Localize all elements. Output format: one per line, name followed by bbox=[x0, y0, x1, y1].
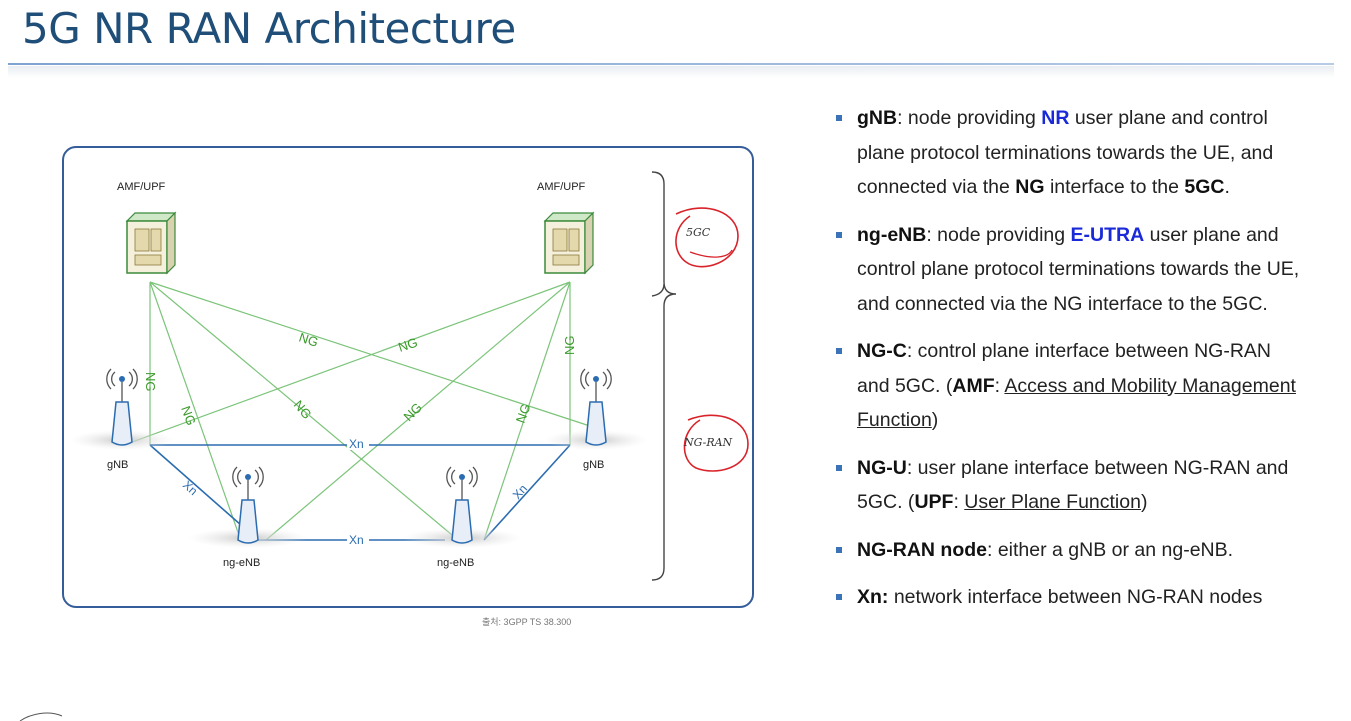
definition-text: ) bbox=[1140, 491, 1148, 513]
ng-labels: NG NG NG NG NG NG NG NG bbox=[143, 330, 577, 428]
ng-label-7: NG bbox=[513, 402, 534, 425]
definition-text: Xn: bbox=[857, 586, 889, 608]
server-icon bbox=[543, 211, 595, 275]
annotation-5gc: 5GC bbox=[675, 207, 739, 268]
title-shadow bbox=[8, 66, 1334, 78]
ngenb-left-label: ng-eNB bbox=[223, 557, 260, 569]
gnb-right-label: gNB bbox=[583, 459, 604, 471]
definition-text: UPF bbox=[914, 491, 954, 513]
xn-line-gnb-right-ngenb-right bbox=[483, 444, 571, 541]
bullet-marker-icon bbox=[836, 115, 842, 121]
definition-text: ) bbox=[931, 409, 939, 431]
xn-label-bottom: Xn bbox=[349, 533, 364, 547]
gnb-left-label: gNB bbox=[107, 459, 128, 471]
definition-text: NG-RAN node bbox=[857, 538, 987, 561]
ng-label-4: NG bbox=[297, 330, 320, 350]
definition-text: interface to the bbox=[1044, 176, 1185, 198]
definition-text: ng-eNB bbox=[857, 223, 927, 246]
definition-text: 5GC bbox=[1184, 176, 1225, 198]
definition-text: Access and Mobility Management Function bbox=[857, 374, 1296, 432]
antenna-icon bbox=[580, 368, 612, 446]
ng-line-right-to-gnb-left bbox=[123, 281, 571, 446]
core-node-left-label: AMF/UPF bbox=[117, 181, 166, 193]
definition-item: NG-RAN node: either a gNB or an ng-eNB. bbox=[836, 533, 1306, 568]
ng-line-left-to-gnb-right bbox=[149, 281, 597, 429]
diagram-frame bbox=[62, 146, 754, 608]
source-caption: 출처: 3GPP TS 38.300 bbox=[482, 617, 572, 627]
bullet-marker-icon bbox=[836, 594, 842, 600]
definition-text: : bbox=[953, 491, 965, 513]
group-braces bbox=[651, 171, 677, 581]
definition-text: NG-U bbox=[857, 456, 907, 479]
core-node-right: AMF/UPF bbox=[537, 181, 595, 275]
ng-label-3: NG bbox=[291, 397, 315, 422]
xn-label-top: Xn bbox=[349, 437, 364, 451]
bullet-marker-icon bbox=[836, 348, 842, 354]
definition-text: AMF bbox=[952, 374, 995, 397]
xn-labels: Xn Xn Xn Xn bbox=[180, 436, 530, 547]
definition-item: NG-C: control plane interface between NG… bbox=[836, 334, 1306, 438]
definition-text: NG bbox=[1015, 176, 1045, 198]
ng-line-right-to-ngenb-left bbox=[265, 281, 571, 541]
ng-label-1: NG bbox=[143, 372, 158, 392]
group-5gc-label: 5GC bbox=[686, 226, 711, 239]
ng-line-left-to-ngenb-right bbox=[149, 281, 459, 541]
annotation-ngran: NG-RAN bbox=[683, 414, 749, 472]
ngenb-left: ng-eNB bbox=[188, 466, 308, 569]
ngenb-right-label: ng-eNB bbox=[437, 557, 474, 569]
definition-text: : either a gNB or an ng-eNB. bbox=[987, 538, 1234, 561]
definition-item: ng-eNB: node providing E-UTRA user plane… bbox=[836, 218, 1306, 322]
definition-list: gNB: node providing NR user plane and co… bbox=[836, 101, 1306, 628]
ng-interface-lines bbox=[123, 281, 597, 541]
definition-text: : node providing bbox=[897, 107, 1042, 129]
definition-text: NG-C bbox=[857, 340, 907, 362]
definition-text: network interface between NG-RAN nodes bbox=[888, 586, 1263, 608]
definition-text: gNB bbox=[857, 107, 898, 129]
brace-ngran bbox=[651, 306, 665, 581]
brace-5gc bbox=[651, 171, 677, 307]
antenna-icon bbox=[106, 368, 138, 446]
server-icon bbox=[125, 211, 177, 275]
definition-text: . bbox=[1224, 176, 1230, 198]
bullet-marker-icon bbox=[836, 464, 842, 471]
title-divider bbox=[8, 63, 1334, 65]
definition-text: : node providing bbox=[926, 223, 1071, 246]
ng-label-6: NG bbox=[401, 400, 425, 424]
bullet-marker-icon bbox=[836, 231, 842, 238]
ng-label-8: NG bbox=[562, 336, 577, 356]
core-node-right-label: AMF/UPF bbox=[537, 181, 586, 193]
group-ngran-label: NG-RAN bbox=[683, 436, 733, 449]
slide-title: 5G NR RAN Architecture bbox=[22, 4, 516, 53]
definition-item: Xn: network interface between NG-RAN nod… bbox=[836, 580, 1306, 615]
definition-text: E-UTRA bbox=[1070, 223, 1145, 246]
definition-text: user plane and control plane protocol te… bbox=[857, 223, 1300, 315]
definition-text: User Plane Function bbox=[964, 491, 1141, 513]
gnb-right: gNB bbox=[544, 368, 648, 471]
xn-interface-lines bbox=[149, 444, 571, 541]
definition-text: user plane and control plane protocol te… bbox=[857, 107, 1274, 198]
ng-label-2: NG bbox=[178, 404, 199, 427]
definition-item: NG-U: user plane interface between NG-RA… bbox=[836, 451, 1306, 520]
ng-line-right-to-ngenb-right bbox=[483, 281, 571, 541]
definition-text: NR bbox=[1041, 107, 1070, 129]
ng-label-5: NG bbox=[396, 335, 419, 355]
definition-text: : user plane interface between NG-RAN an… bbox=[857, 456, 1289, 514]
ngenb-right: ng-eNB bbox=[402, 466, 522, 569]
bullet-marker-icon bbox=[836, 546, 842, 553]
gnb-left: gNB bbox=[70, 368, 174, 471]
definition-item: gNB: node providing NR user plane and co… bbox=[836, 101, 1306, 205]
definition-text: : control plane interface between NG-RAN… bbox=[857, 340, 1272, 397]
xn-label-left: Xn bbox=[180, 478, 200, 498]
pen-stroke bbox=[19, 712, 63, 721]
definition-text: : bbox=[994, 374, 1005, 397]
core-node-left: AMF/UPF bbox=[117, 181, 177, 275]
ng-line-left-to-ngenb-left bbox=[149, 281, 241, 539]
antenna-icon bbox=[446, 466, 478, 544]
xn-label-right: Xn bbox=[510, 482, 530, 502]
antenna-icon bbox=[232, 466, 264, 544]
